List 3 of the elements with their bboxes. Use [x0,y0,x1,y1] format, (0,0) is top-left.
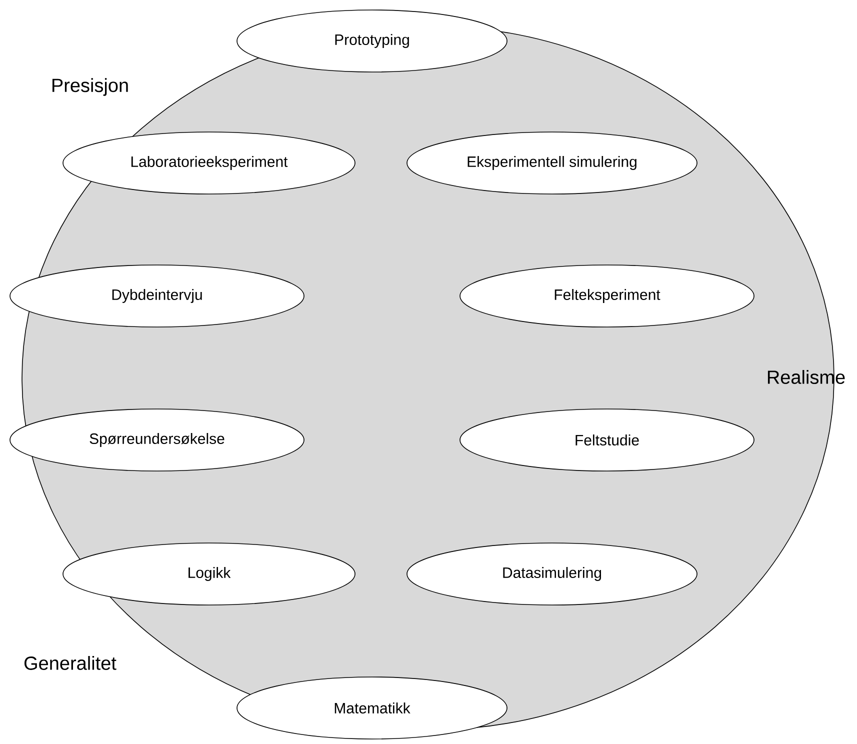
node-label: Matematikk [334,702,410,714]
axis-label: Generalitet [24,656,116,670]
axis-label: Presisjon [52,78,128,96]
